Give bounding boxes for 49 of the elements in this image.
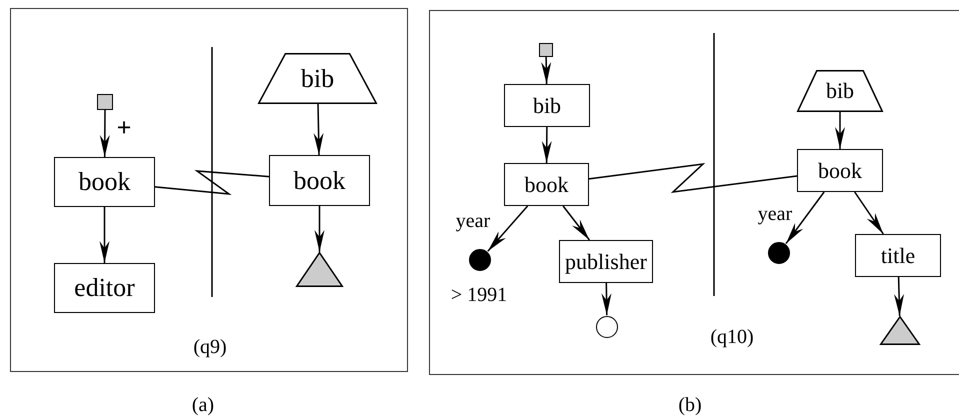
- node-label: bib: [532, 94, 562, 116]
- caption-text: > 1991: [450, 285, 508, 305]
- circle-node: [596, 316, 618, 338]
- node-label: title: [880, 244, 916, 266]
- caption-text: (b): [678, 395, 702, 415]
- connector-line: [588, 162, 798, 194]
- node-box: [54, 157, 155, 207]
- caption-text: (a): [192, 395, 214, 415]
- node-label: book: [78, 169, 130, 195]
- triangle-node: [296, 252, 343, 287]
- node-box: [504, 84, 590, 127]
- trapezoid-node: [258, 53, 377, 104]
- arrow: [894, 276, 904, 316]
- arrow: [854, 192, 884, 234]
- arrow: [100, 207, 110, 263]
- source-square: [539, 43, 553, 57]
- node-label: book: [818, 160, 862, 182]
- node-label: editor: [74, 275, 135, 301]
- node-box: [54, 263, 155, 313]
- arrow: [562, 206, 590, 240]
- arrow: [835, 112, 845, 149]
- arrow: [542, 127, 552, 163]
- arrow: [314, 206, 324, 252]
- arrow: [100, 110, 110, 157]
- arrow: [601, 282, 612, 316]
- arrow: [487, 206, 528, 252]
- node-label: book: [294, 168, 346, 194]
- circle-node: [469, 249, 491, 271]
- node-label: (q9): [193, 337, 227, 357]
- arrow: [785, 192, 825, 244]
- panel-frame: [429, 10, 959, 375]
- node-box: [269, 155, 370, 206]
- node-label: bib: [826, 80, 854, 102]
- node-box: [559, 240, 653, 283]
- node-label: publisher: [565, 250, 647, 272]
- trapezoid-node: [797, 70, 883, 112]
- node-box: [855, 234, 941, 277]
- panel-frame: [10, 8, 408, 372]
- node-label: book: [524, 174, 568, 196]
- node-label: bib: [300, 66, 334, 92]
- source-square: [97, 94, 113, 110]
- connector-line: [154, 170, 270, 196]
- triangle-node: [880, 316, 920, 345]
- arrow: [314, 104, 324, 156]
- node-box: [797, 149, 883, 192]
- arrow: [541, 56, 552, 84]
- node-label: (q10): [710, 327, 754, 347]
- node-box: [504, 163, 589, 206]
- circle-node: [768, 242, 790, 264]
